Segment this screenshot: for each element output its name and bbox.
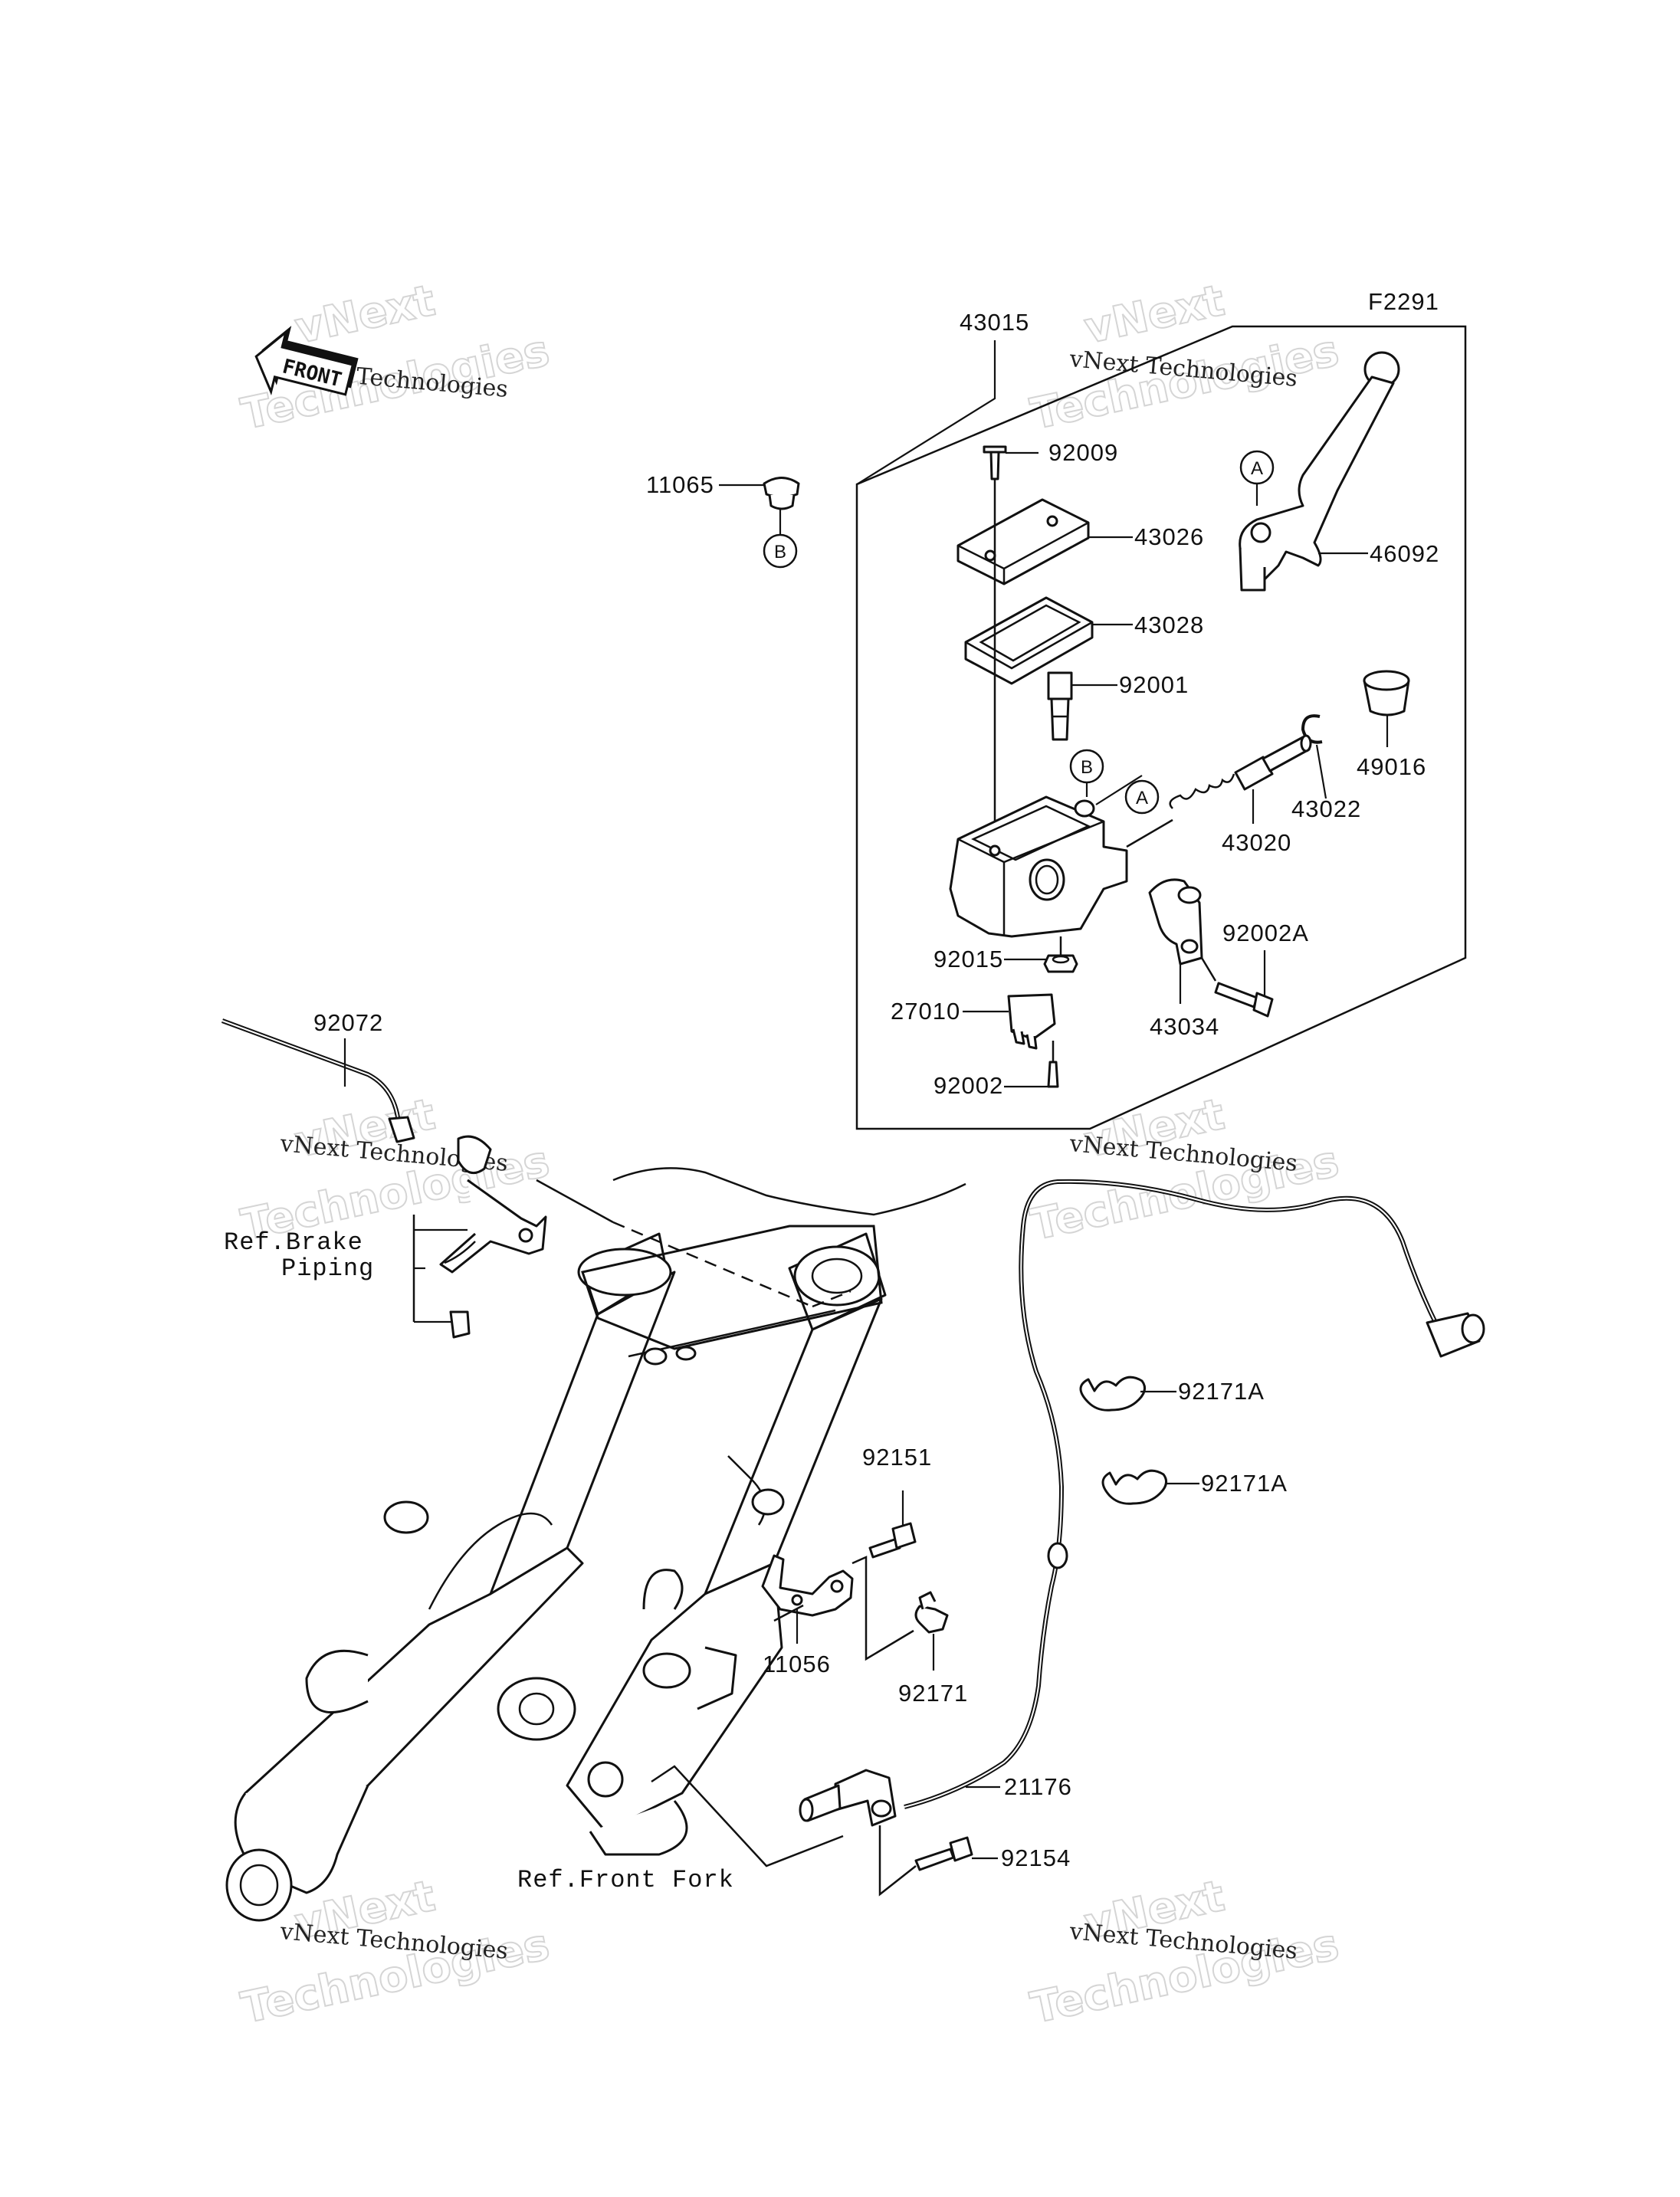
pivot-bolt-92001 bbox=[1047, 671, 1073, 741]
callout-46092: 46092 bbox=[1370, 540, 1439, 567]
clamp-43034 bbox=[1148, 878, 1203, 966]
diaphragm-43028 bbox=[964, 596, 1094, 685]
piston-43020 bbox=[1169, 734, 1312, 809]
clip-92171 bbox=[914, 1591, 949, 1634]
master-cylinder-assembly-outline bbox=[855, 325, 1467, 1130]
bolt-92154 bbox=[914, 1836, 973, 1871]
svg-text:B: B bbox=[774, 542, 786, 562]
callout-92001: 92001 bbox=[1119, 671, 1189, 698]
watermark-top-right: vNext Technologies vNext Technologies bbox=[1025, 275, 1344, 441]
callout-92171: 92171 bbox=[898, 1680, 968, 1707]
bracket-11056 bbox=[761, 1554, 854, 1617]
cap-11065 bbox=[763, 477, 800, 510]
sensor-cable-21176 bbox=[799, 1179, 1485, 1827]
marker-a-lever: A bbox=[1239, 450, 1275, 485]
watermark-mid-right: vNext Technologies vNext Technologies bbox=[1025, 1089, 1344, 1251]
callout-92171A-upper: 92171A bbox=[1178, 1378, 1265, 1405]
callout-49016: 49016 bbox=[1357, 753, 1426, 780]
callout-11056: 11056 bbox=[763, 1651, 831, 1677]
callout-92002A: 92002A bbox=[1222, 920, 1309, 946]
watermark-bottom-right: vNext Technologies vNext Technologies bbox=[1025, 1871, 1344, 2035]
svg-text:A: A bbox=[1136, 788, 1148, 808]
screw-92009 bbox=[983, 445, 1007, 480]
callout-92154: 92154 bbox=[1001, 1844, 1071, 1871]
ref-brake-piping-line1: Ref.Brake bbox=[224, 1228, 363, 1257]
front-fork bbox=[225, 1167, 966, 1922]
callout-43015: 43015 bbox=[960, 309, 1029, 336]
brake-hose-92072 bbox=[221, 1018, 415, 1143]
boot-49016 bbox=[1363, 670, 1410, 716]
figure-code: F2291 bbox=[1368, 288, 1439, 315]
leader-43015 bbox=[856, 340, 996, 485]
callout-43034: 43034 bbox=[1150, 1013, 1219, 1040]
callout-92009: 92009 bbox=[1048, 439, 1118, 466]
marker-b-upper: B bbox=[763, 533, 798, 569]
svg-text:vNext: vNext bbox=[290, 276, 439, 354]
ref-brake-piping-line2: Piping bbox=[281, 1254, 374, 1283]
callout-92151: 92151 bbox=[862, 1444, 932, 1471]
callout-27010: 27010 bbox=[891, 998, 960, 1025]
clip-92171A-lower bbox=[1101, 1469, 1168, 1505]
master-cylinder-body bbox=[949, 795, 1128, 938]
callout-43026: 43026 bbox=[1134, 523, 1204, 550]
front-arrow-icon: FRONT bbox=[254, 326, 359, 396]
callout-43028: 43028 bbox=[1134, 612, 1204, 638]
clip-92171A-upper bbox=[1079, 1376, 1147, 1412]
switch-27010 bbox=[1007, 993, 1056, 1050]
nut-92015 bbox=[1043, 954, 1078, 973]
callout-21176: 21176 bbox=[1004, 1773, 1072, 1800]
screw-92002 bbox=[1047, 1061, 1059, 1088]
callout-92072: 92072 bbox=[313, 1009, 383, 1036]
cover-43026 bbox=[956, 498, 1090, 585]
ref-front-fork: Ref.Front Fork bbox=[517, 1866, 734, 1894]
marker-a-body: A bbox=[1124, 779, 1160, 815]
callout-92171A-lower: 92171A bbox=[1201, 1470, 1288, 1497]
brake-lever-46092 bbox=[1239, 351, 1400, 592]
svg-text:B: B bbox=[1081, 757, 1093, 778]
callout-11065: 11065 bbox=[646, 471, 714, 498]
circlip-43022 bbox=[1301, 714, 1323, 744]
bolt-92002A bbox=[1214, 982, 1274, 1018]
bolt-92151 bbox=[868, 1522, 917, 1559]
marker-b-body: B bbox=[1069, 749, 1104, 784]
callout-43020: 43020 bbox=[1222, 829, 1291, 856]
callout-92015: 92015 bbox=[934, 946, 1003, 972]
callout-43022: 43022 bbox=[1291, 795, 1361, 822]
svg-text:vNext: vNext bbox=[1080, 276, 1229, 354]
callout-92002: 92002 bbox=[934, 1072, 1003, 1099]
svg-text:A: A bbox=[1251, 458, 1263, 479]
brake-piping-bracket bbox=[439, 1135, 547, 1339]
